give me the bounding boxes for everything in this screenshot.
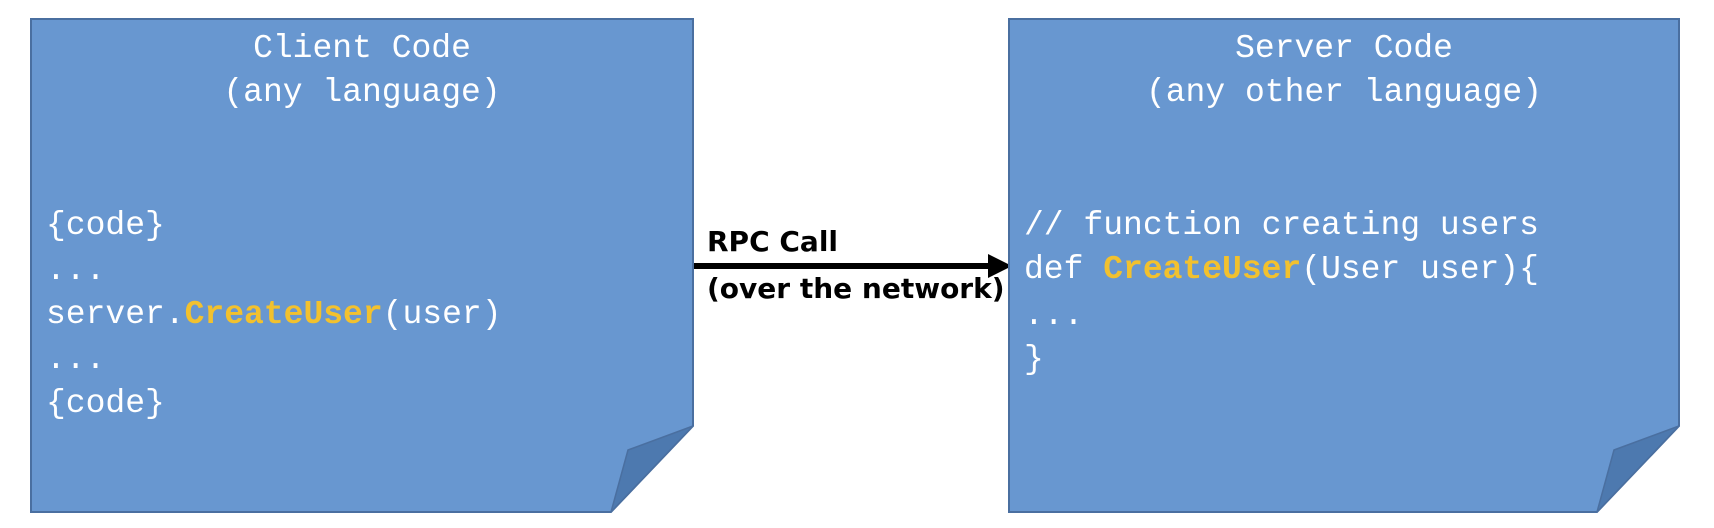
client-call-prefix: server. <box>46 296 185 333</box>
client-subtitle: (any language) <box>223 74 501 111</box>
server-def-suffix: (User user){ <box>1301 251 1539 288</box>
server-code-note: Server Code (any other language) // func… <box>1008 18 1680 513</box>
client-code-line-2: ... <box>46 252 106 289</box>
client-createuser-call: CreateUser <box>184 296 383 333</box>
client-code-line-1: {code} <box>46 207 165 244</box>
server-note-shape <box>1008 18 1680 513</box>
server-code-line-4: } <box>1024 341 1044 378</box>
rpc-call-label: RPC Call <box>707 225 839 258</box>
server-def-prefix: def <box>1024 251 1104 288</box>
over-network-label: (over the network) <box>707 272 1005 305</box>
client-code-line-5: {code} <box>46 385 165 422</box>
server-code-line-1: // function creating users <box>1024 207 1539 244</box>
client-note-fold <box>610 425 694 513</box>
server-createuser-func: CreateUser <box>1103 251 1302 288</box>
server-code-line-3: ... <box>1024 297 1084 334</box>
rpc-arrow <box>694 254 1012 278</box>
server-code-line-2: def CreateUser(User user){ <box>1024 250 1539 290</box>
client-call-suffix: (user) <box>382 296 502 333</box>
client-title: Client Code <box>253 30 471 67</box>
server-note-fold <box>1596 425 1680 513</box>
client-note-shape <box>30 18 694 513</box>
server-subtitle: (any other language) <box>1145 74 1543 111</box>
client-code-note: Client Code (any language) {code} ... se… <box>30 18 694 513</box>
client-code-line-3: server.CreateUser(user) <box>46 295 502 335</box>
client-code-line-4: ... <box>46 341 106 378</box>
server-title: Server Code <box>1235 30 1453 67</box>
